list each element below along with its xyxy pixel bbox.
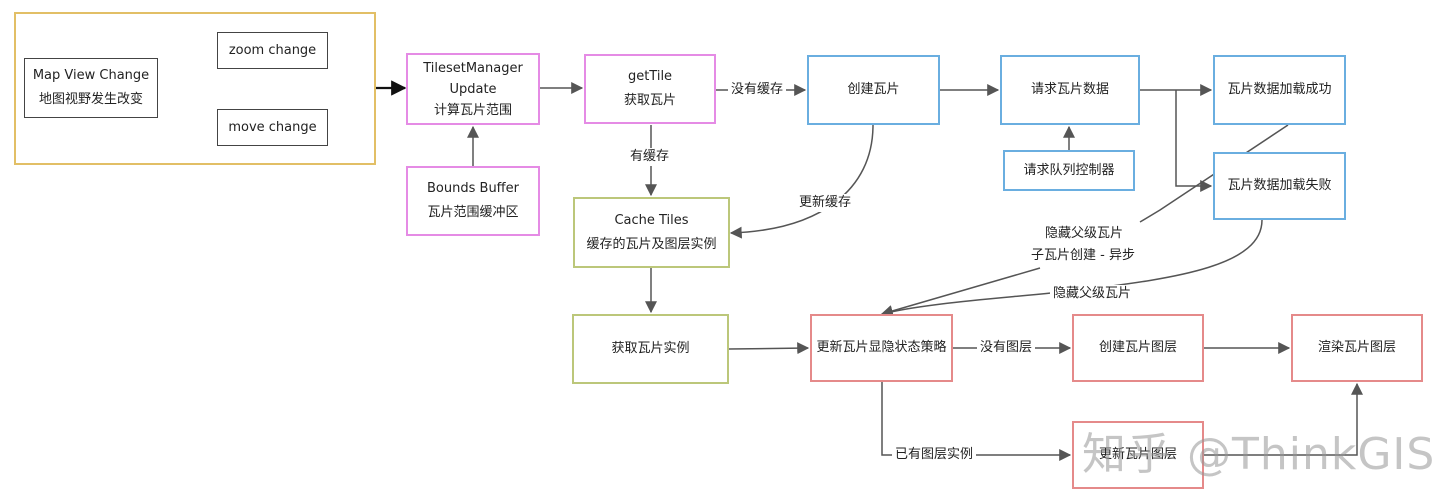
node-create-tile-layer: 创建瓦片图层 (1072, 314, 1204, 382)
node-render-tile-layer: 渲染瓦片图层 (1291, 314, 1423, 382)
edge-create-to-cache (729, 124, 874, 239)
node-get-tile-instance: 获取瓦片实例 (572, 314, 729, 384)
edge-label-child-async: 子瓦片创建 - 异步 (1028, 247, 1138, 265)
node-update-visibility-strategy: 更新瓦片显隐状态策略 (810, 314, 953, 382)
node-create-tile: 创建瓦片 (807, 55, 940, 125)
node-cache-tiles: Cache Tiles 缓存的瓦片及图层实例 (573, 197, 730, 268)
node-zoom-change: zoom change (217, 32, 328, 69)
edge-label-hide-parent-1: 隐藏父级瓦片 (1042, 225, 1127, 243)
node-bounds-buffer: Bounds Buffer 瓦片范围缓冲区 (406, 166, 540, 236)
node-tileset-manager-update: TilesetManager Update 计算瓦片范围 (406, 53, 540, 125)
edge-label-no-cache: 没有缓存 (728, 81, 787, 99)
edge-label-hide-parent-2: 隐藏父级瓦片 (1050, 285, 1135, 303)
node-tile-data-load-fail: 瓦片数据加载失败 (1213, 152, 1346, 220)
node-move-change: move change (217, 109, 328, 146)
node-get-tile: getTile 获取瓦片 (584, 54, 716, 124)
node-update-tile-layer: 更新瓦片图层 (1072, 421, 1204, 489)
edge-request-to-fail (1175, 90, 1213, 192)
watermark: 知乎 @ThinkGIS (1082, 429, 1436, 480)
edge-label-no-layer: 没有图层 (977, 339, 1036, 357)
node-request-queue-controller: 请求队列控制器 (1003, 150, 1135, 191)
edge-label-has-layer-instance: 已有图层实例 (892, 446, 977, 464)
node-request-tile-data: 请求瓦片数据 (1000, 55, 1140, 125)
node-tile-data-load-success: 瓦片数据加载成功 (1213, 55, 1346, 125)
edge-visibility-to-updatelayer (881, 382, 1072, 461)
edge-updatelayer-to-render (1204, 382, 1363, 456)
edge-label-has-cache: 有缓存 (627, 148, 673, 166)
edge-instance-to-visibility (728, 342, 810, 355)
edge-label-update-cache: 更新缓存 (796, 194, 855, 212)
node-map-view-change: Map View Change 地图视野发生改变 (24, 58, 158, 118)
